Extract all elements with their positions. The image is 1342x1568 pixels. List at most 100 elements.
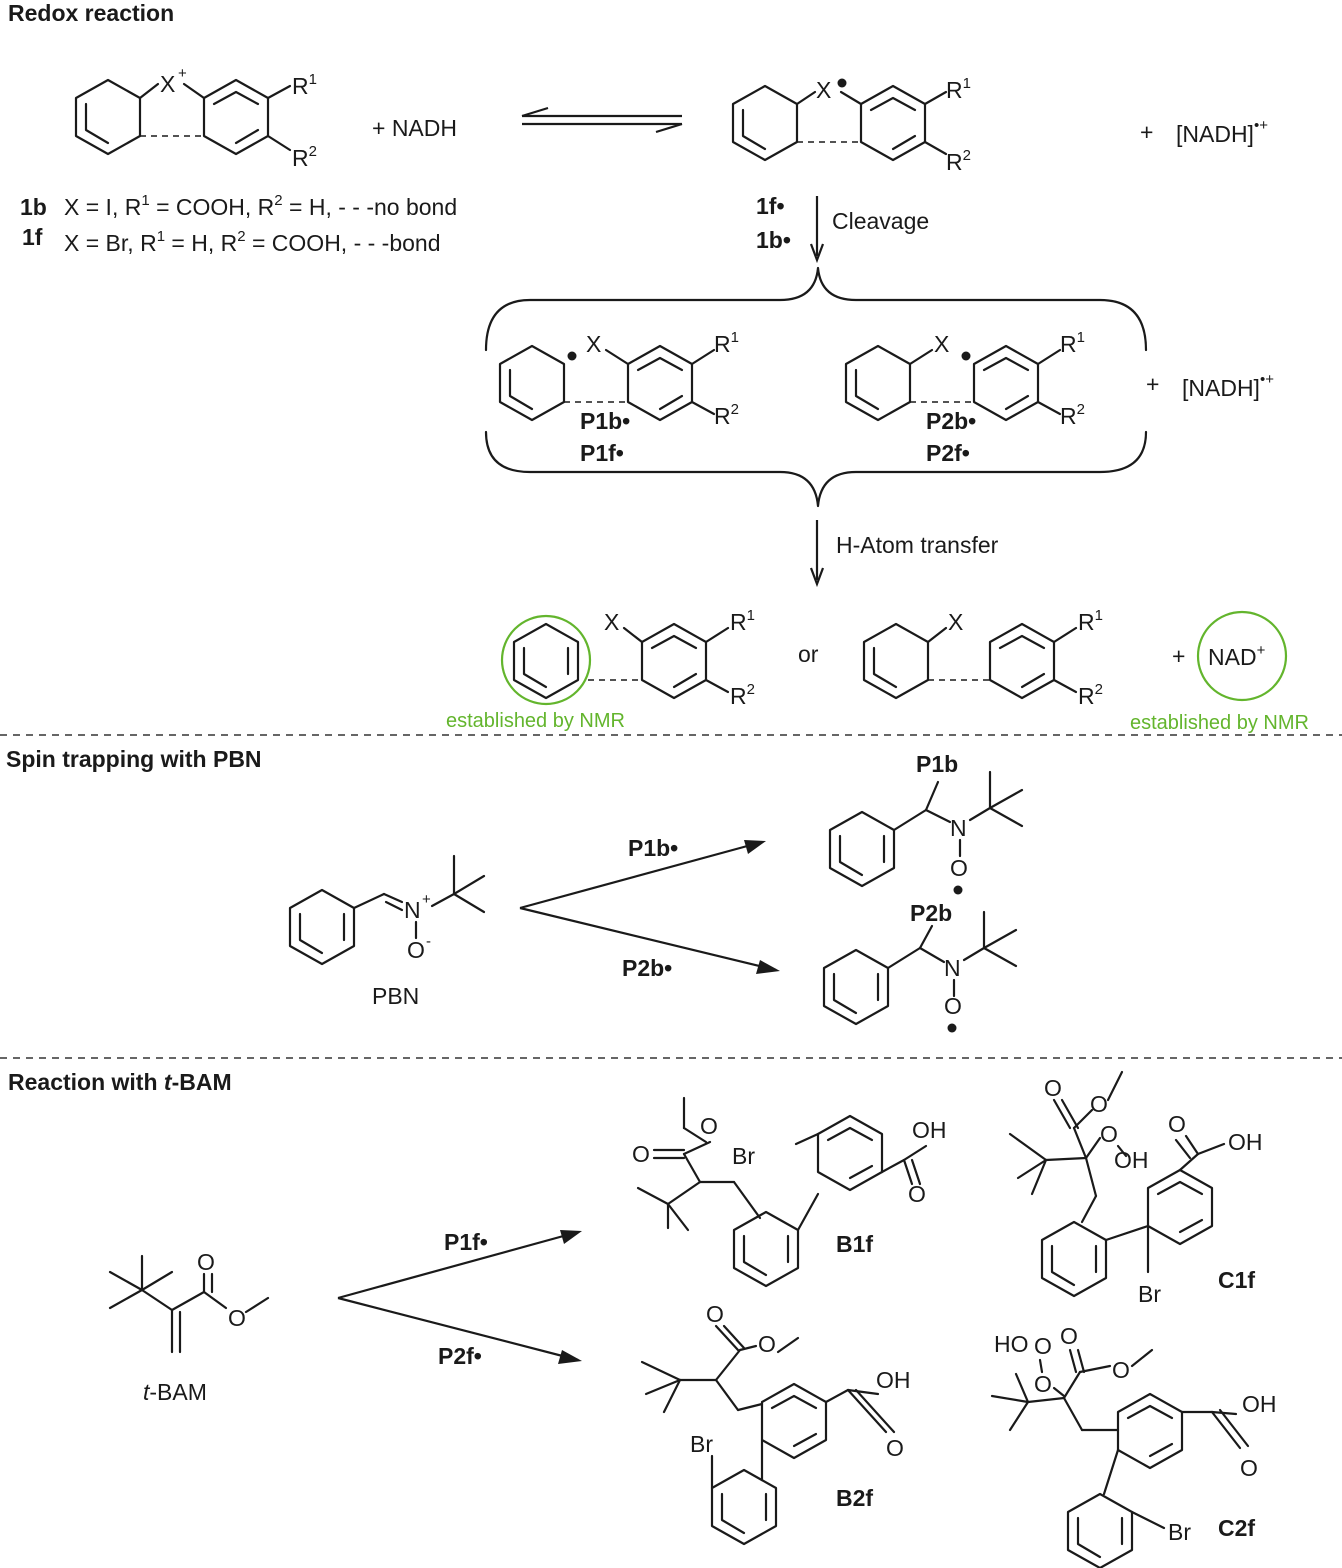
atom-o: O <box>632 1141 650 1167</box>
benzene-ring <box>498 344 566 422</box>
section-title-redox: Redox reaction <box>8 0 174 26</box>
radical-dot <box>837 78 847 88</box>
label-1b: 1b <box>20 194 47 220</box>
label-p2f-radical: P2f• <box>926 440 970 466</box>
plus-nadh: + NADH <box>372 115 457 141</box>
structure-b1f: O O Br OH O <box>632 1096 947 1288</box>
structure-spin-adduct-p2b: P2b N O <box>822 900 1018 1033</box>
hydroxyl-label: OH <box>1114 1147 1149 1173</box>
tbam-branch-arrows <box>337 1230 582 1364</box>
atom-br: Br <box>1168 1519 1191 1545</box>
atom-o: O <box>1240 1455 1258 1481</box>
charge-label: - <box>426 933 431 950</box>
structure-spin-adduct-p1b: P1b N O <box>828 751 1024 895</box>
definition-1b: X = I, R1 = COOH, R2 = H, - - -no bond <box>64 192 457 220</box>
atom-o: O <box>1034 1333 1052 1359</box>
structure-cation-1: X + R1 R2 <box>74 65 317 171</box>
r1-label: R1 <box>714 329 739 357</box>
section-title-tbam: Reaction with t-BAM <box>8 1069 232 1095</box>
radical-dot <box>947 1023 957 1033</box>
radical-dot <box>961 351 971 361</box>
r2-label: R2 <box>1078 681 1103 709</box>
h-transfer-label: H-Atom transfer <box>836 532 999 558</box>
structure-c2f: HO O O O O OH O Br <box>990 1323 1277 1568</box>
plus-sign: + <box>1140 119 1153 145</box>
cleavage-label: Cleavage <box>832 208 929 234</box>
nad-highlight-circle <box>1196 610 1288 702</box>
r1-label: R1 <box>292 71 317 99</box>
r2-label: R2 <box>730 681 755 709</box>
r1-label: R1 <box>1060 329 1085 357</box>
atom-o: O <box>700 1113 718 1139</box>
nmr-note-1: established by NMR <box>446 710 625 732</box>
or-label: or <box>798 641 819 667</box>
hydroxyl-label: OH <box>1242 1391 1277 1417</box>
benzene-ring <box>512 622 580 700</box>
substituent-p2b: P2b <box>910 900 952 926</box>
hydroxyl-label: OH <box>876 1367 911 1393</box>
charge-label: + <box>178 65 187 82</box>
structure-product-p1: X R1 R2 <box>500 607 755 709</box>
atom-o: O <box>950 855 968 881</box>
spin-branch-arrows <box>519 840 780 974</box>
nadh-radical-cation: [NADH]•+ <box>1176 117 1268 147</box>
label-p2b-radical: P2b• <box>926 408 976 434</box>
r2-label: R2 <box>946 147 971 175</box>
structure-c1f: O O O OH O OH Br <box>1008 1070 1263 1307</box>
label-b2f: B2f <box>836 1485 873 1511</box>
structure-b2f: O O OH O Br <box>640 1301 911 1546</box>
atom-x: X <box>586 331 601 357</box>
r1-label: R1 <box>1078 607 1103 635</box>
structure-tbam: O O <box>108 1249 270 1354</box>
atom-x: X <box>604 609 619 635</box>
label-p1b-radical: P1b• <box>580 408 630 434</box>
nmr-highlight-circle <box>500 614 592 706</box>
substituent-p1b: P1b <box>916 751 958 777</box>
radical-dot <box>953 885 963 895</box>
hydroxyl-label: OH <box>912 1117 947 1143</box>
hydroxyl-label: HO <box>994 1331 1029 1357</box>
charge-label: + <box>422 891 431 908</box>
r1-label: R1 <box>730 607 755 635</box>
atom-o: O <box>1168 1111 1186 1137</box>
atom-o: O <box>944 993 962 1019</box>
atom-o: O <box>886 1435 904 1461</box>
atom-o: O <box>706 1301 724 1327</box>
label-c1f: C1f <box>1218 1267 1255 1293</box>
label-1f: 1f <box>22 224 43 250</box>
r1-label: R1 <box>946 75 971 103</box>
label-1f-radical: 1f• <box>756 193 785 219</box>
label-c2f: C2f <box>1218 1515 1255 1541</box>
nadh-radical-cation-2: [NADH]•+ <box>1182 371 1274 401</box>
r2-label: R2 <box>292 143 317 171</box>
brace-top <box>484 266 1148 352</box>
atom-o: O <box>1100 1121 1118 1147</box>
structure-p1-radical: X R1 R2 <box>498 329 739 429</box>
atom-x: X <box>934 331 949 357</box>
pbn-label: PBN <box>372 983 419 1009</box>
atom-n: N <box>950 815 967 841</box>
atom-o: O <box>1060 1323 1078 1349</box>
arrow-label-p1b: P1b• <box>628 835 678 861</box>
atom-o: O <box>197 1249 215 1275</box>
section-title-spin-trapping: Spin trapping with PBN <box>6 746 262 772</box>
benzene-ring <box>1146 1168 1214 1246</box>
atom-n: N <box>404 897 421 923</box>
structure-radical-1: X R1 R2 <box>731 75 971 175</box>
r2-label: R2 <box>1060 401 1085 429</box>
atom-n: N <box>944 955 961 981</box>
structure-product-p2: X R1 R2 <box>862 607 1103 709</box>
radical-dot <box>567 351 577 361</box>
label-1b-radical: 1b• <box>756 227 791 253</box>
plus-sign: + <box>1172 643 1185 669</box>
atom-x: X <box>160 71 175 97</box>
atom-x: X <box>948 609 963 635</box>
atom-br: Br <box>1138 1281 1161 1307</box>
nad-label: NAD+ <box>1208 642 1266 670</box>
atom-o: O <box>1044 1075 1062 1101</box>
structure-p2-radical: X R1 R2 <box>844 329 1085 429</box>
atom-br: Br <box>732 1143 755 1169</box>
atom-o: O <box>1112 1357 1130 1383</box>
atom-o: O <box>758 1331 776 1357</box>
